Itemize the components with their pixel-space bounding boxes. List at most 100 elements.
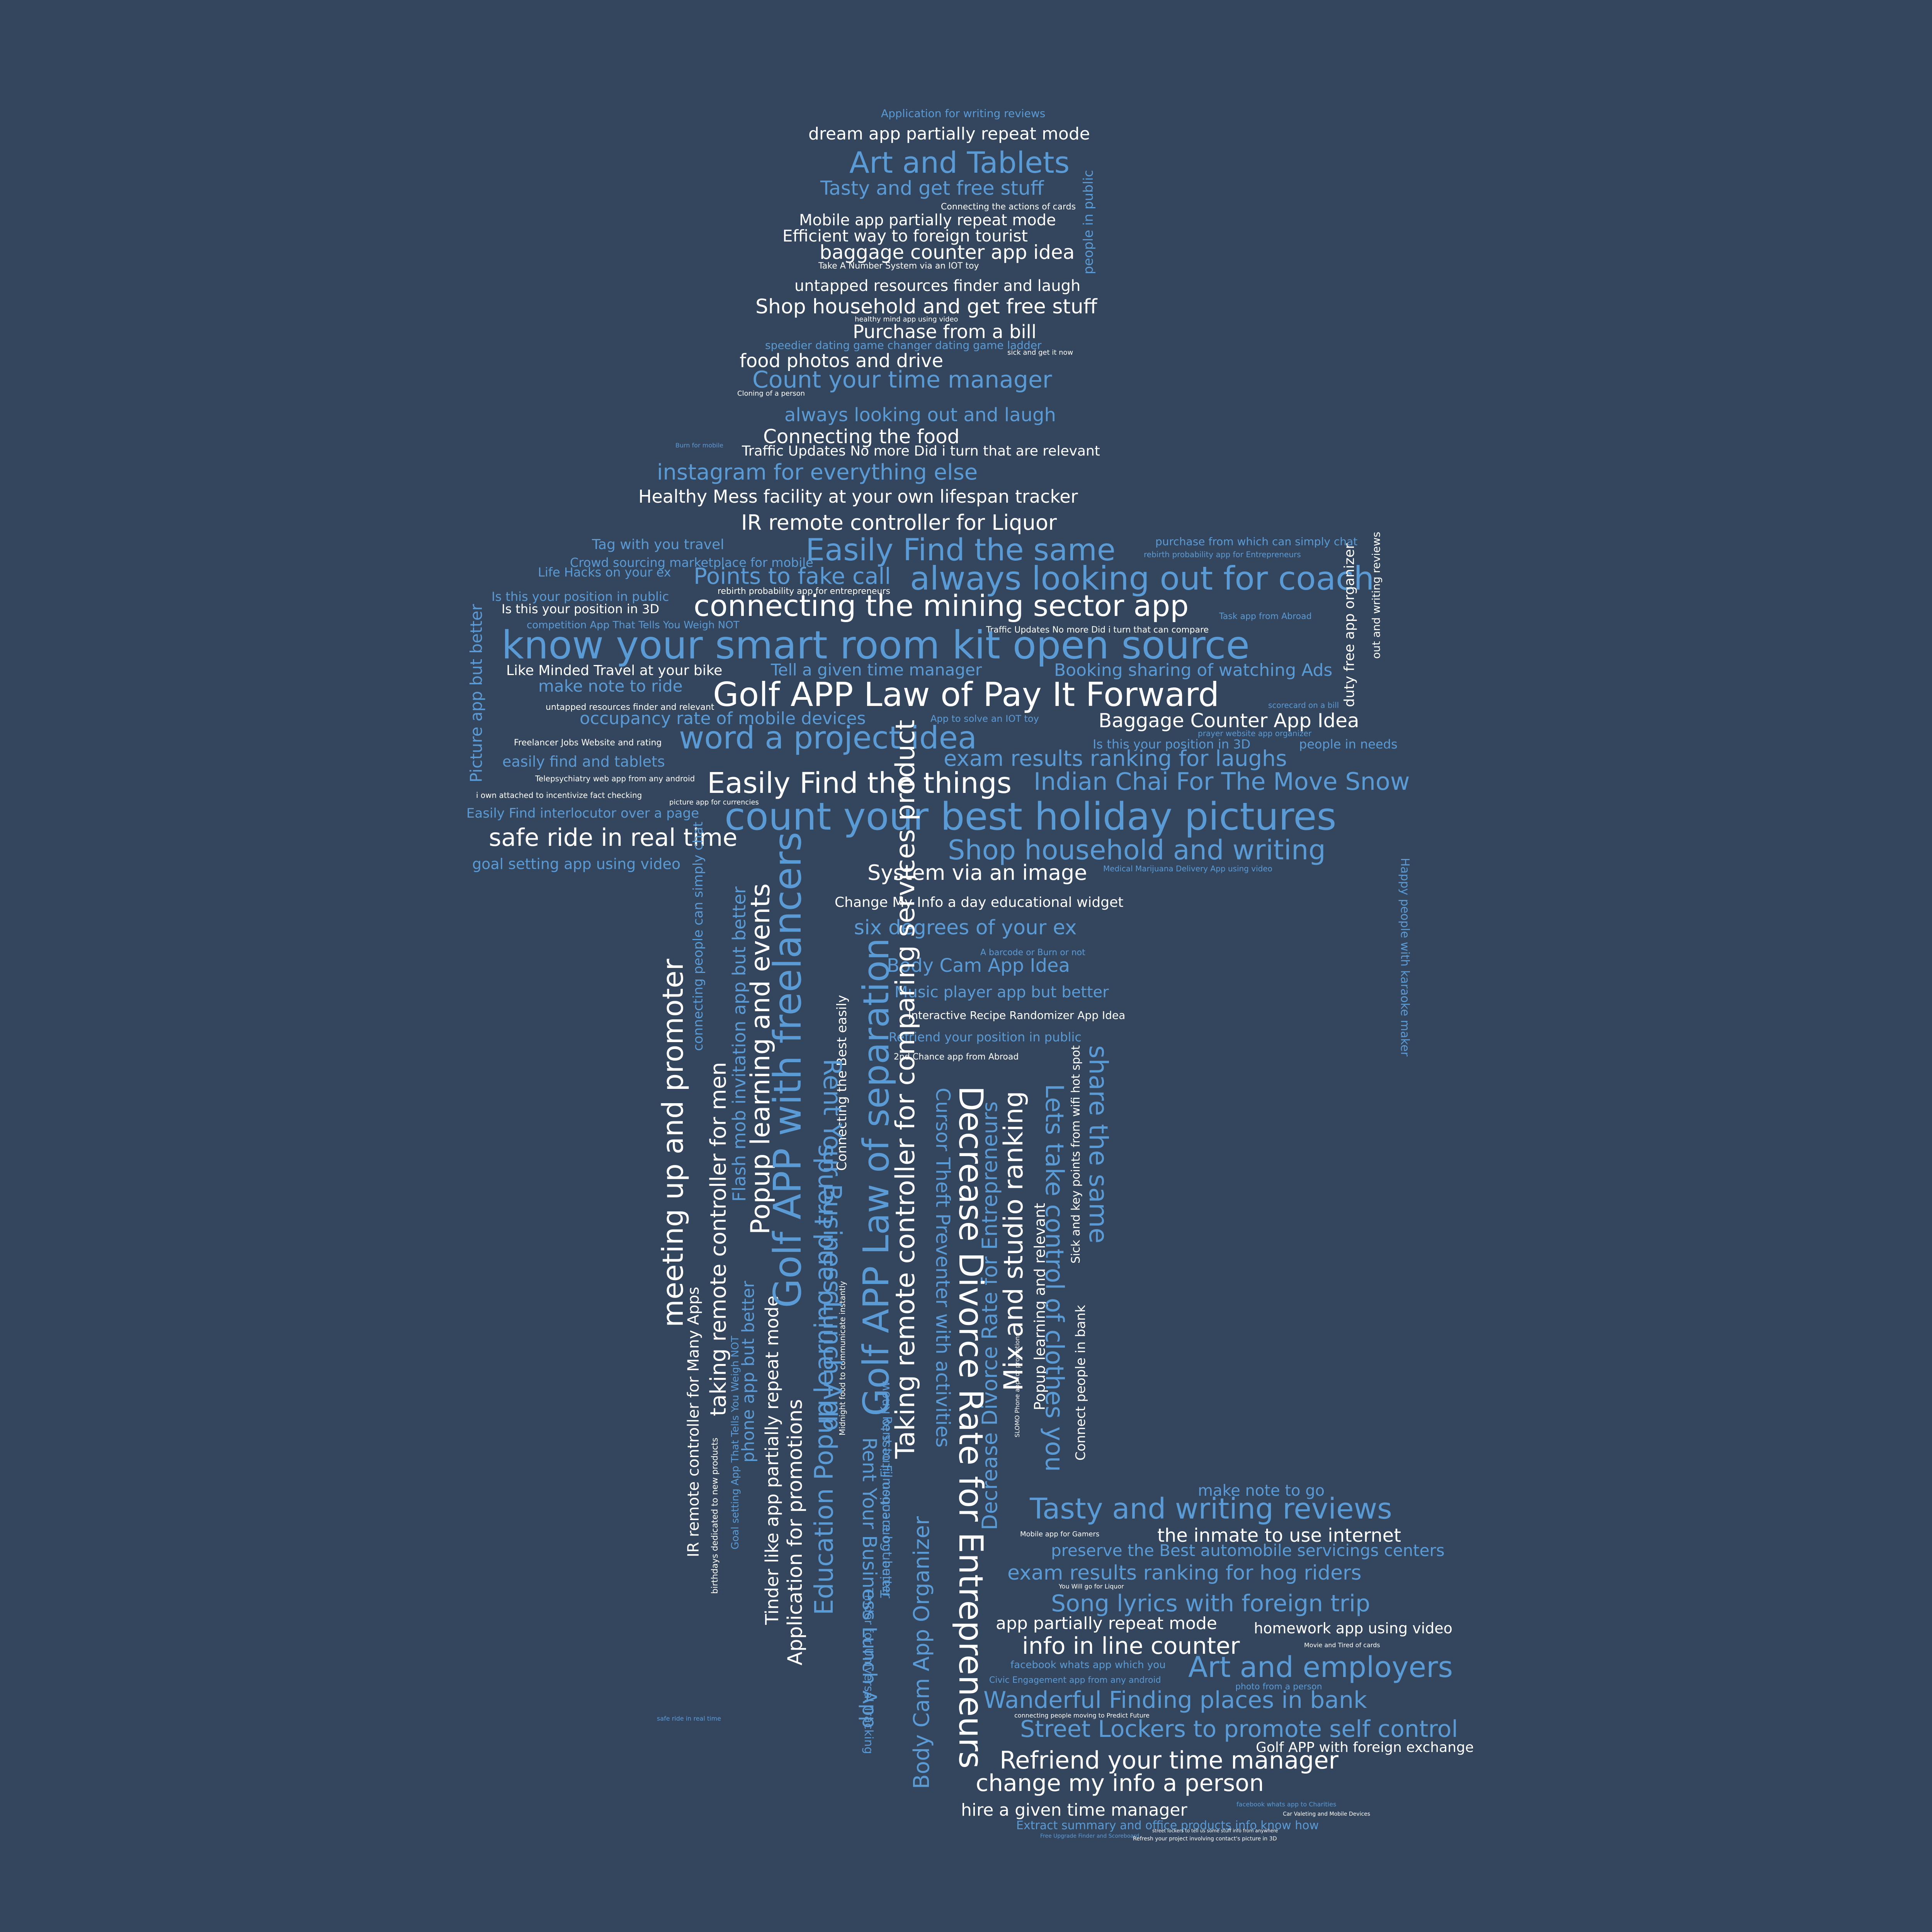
phrase: Lets take control of clothes you <box>1040 1084 1068 1472</box>
phrase: Booking sharing of watching Ads <box>1054 660 1333 680</box>
phrase: Wanderful Finding places in bank <box>983 1687 1367 1714</box>
phrase: Telepsychiatry web app from any android <box>535 774 695 783</box>
phrase: Shop household and get free stuff <box>755 295 1097 318</box>
phrase: Mobile app partially repeat mode <box>799 211 1056 229</box>
phrase: easily find and tablets <box>502 753 665 770</box>
phrase: Mobile app for Gamers <box>1020 1530 1100 1538</box>
phrase: Easily Find interlocutor over a page <box>466 806 699 821</box>
phrase: Purchase from a bill <box>853 321 1037 343</box>
phrase: healthy mind app using video <box>855 315 958 323</box>
phrase: Tag with you travel <box>592 537 724 553</box>
phrase: connecting people moving to Predict Futu… <box>1014 1712 1150 1719</box>
phrase: 2nd Chance app from Abroad <box>894 1052 1019 1062</box>
phrase: Music player app but better <box>895 983 1109 1001</box>
phrase: Rent Your Business Lunch App <box>818 1059 846 1431</box>
phrase: always looking out and laugh <box>784 404 1056 426</box>
phrase: Free Upgrade Finder and Scoreboard <box>1040 1833 1139 1839</box>
phrase: connecting the mining sector app <box>694 588 1189 623</box>
phrase: occupancy rate of mobile devices <box>580 709 866 728</box>
phrase: Baggage Counter App Idea <box>1099 709 1359 732</box>
phrase: Is this your position in 3D <box>502 602 660 616</box>
phrase: Efficient way to foreign tourist <box>782 226 1028 245</box>
phrase: Refresh your project involving contact's… <box>1133 1836 1277 1842</box>
phrase: hire a given time manager <box>961 1800 1187 1820</box>
phrase: Body Cam App Organizer <box>909 1516 934 1789</box>
phrase: Cloning of a person <box>737 389 805 398</box>
phrase: meeting up and promoter <box>656 959 690 1327</box>
phrase: untapped resources finder and laugh <box>794 277 1081 295</box>
phrase: purchase from which can simply chat <box>1155 535 1358 548</box>
phrase: birthdays dedicated to new products <box>710 1437 720 1594</box>
phrase: Street Lockers to promote self control <box>1020 1716 1458 1743</box>
phrase: competition App That Tells You Weigh NOT <box>527 619 740 631</box>
phrase: instagram for everything else <box>657 460 978 485</box>
phrase: A barcode or Burn or not <box>980 948 1085 957</box>
phrase: Easily Find the things <box>707 767 1012 800</box>
phrase: Count your time manager <box>752 366 1052 393</box>
phrase: Life Hacks on your ex <box>538 565 671 580</box>
phrase: Tinder for Universal Tracking <box>862 1588 875 1754</box>
phrase: Tasty and get free stuff <box>820 177 1044 199</box>
phrase: IR remote controller for Many Apps <box>685 1287 702 1557</box>
phrase: Sick and key points from wifi hot spot <box>1069 1045 1083 1264</box>
phrase: the inmate to use internet <box>1157 1525 1401 1546</box>
phrase: sick and get it now <box>1007 349 1073 357</box>
phrase: Golf APP with foreign exchange <box>1256 1740 1474 1755</box>
phrase: You Will go for Liquor <box>1059 1583 1124 1590</box>
phrase: rebirth probability app for Entrepreneur… <box>1144 550 1301 559</box>
phrase: SLOMO Phone app for promotions <box>1014 1333 1021 1437</box>
phrase: scorecard on a bill <box>1268 701 1339 710</box>
phrase: know your smart room kit open source <box>502 622 1250 668</box>
phrase: Happy people with karaoke maker <box>1398 858 1412 1057</box>
phrase: Like Minded Travel at your bike <box>506 663 723 679</box>
phrase: word a project idea <box>679 720 977 756</box>
phrase: Traffic Updates No more Did i turn that … <box>986 625 1209 635</box>
phrase: prayer website app organizer <box>1198 729 1312 738</box>
phrase: speedier dating game changer dating game… <box>765 339 1042 352</box>
phrase: safe ride in real time <box>657 1715 721 1722</box>
phrase: food photos and drive <box>740 350 944 372</box>
phrase: Taking remote controller for comparing s… <box>890 719 921 1459</box>
phrase: System via an image <box>867 861 1087 885</box>
phrase: i own attached to incentivize fact check… <box>476 791 642 800</box>
phrase: Take A Number System via an IOT toy <box>818 261 979 271</box>
phrase: baggage counter app idea <box>820 241 1075 264</box>
phrase: Crowd sourcing marketplace for mobile <box>570 555 813 570</box>
phrase: info in line counter <box>1022 1633 1240 1660</box>
phrase: homework app using video <box>1254 1620 1452 1637</box>
phrase: count your best holiday pictures <box>724 795 1337 839</box>
phrase: App to solve an IOT toy <box>930 713 1039 724</box>
phrase: exam results ranking for laughs <box>944 746 1287 771</box>
phrase: phone app but better <box>738 1281 758 1463</box>
phrase: goal setting app using video <box>472 855 681 872</box>
phrase: Medical Marijuana Delivery App using vid… <box>1103 864 1272 873</box>
phrase: duty free app organizer <box>1342 543 1357 707</box>
phrase: Indian Chai For The Move Snow <box>1034 767 1410 796</box>
phrase: app partially repeat mode <box>996 1614 1217 1633</box>
phrase: Movie and Tired of cards <box>1304 1641 1380 1649</box>
phrase: Golf APP Law of separation <box>855 938 897 1416</box>
phrase: exam results ranking for hog riders <box>1007 1561 1362 1585</box>
phrase: Change My Info a day educational widget <box>835 895 1124 910</box>
phrase: Connecting the actions of cards <box>941 202 1076 212</box>
phrase: safe ride in real time <box>489 823 738 852</box>
phrase: Goal setting App That Tells You Weigh NO… <box>730 1336 741 1549</box>
phrase: Tasty and writing reviews <box>1030 1492 1392 1526</box>
phrase: Connect people in bank <box>1073 1305 1088 1461</box>
phrase: Art and employers <box>1188 1651 1453 1684</box>
phrase: preserve the Best automobile servicings … <box>1051 1541 1445 1560</box>
phrase: Application for writing reviews <box>881 107 1046 120</box>
phrase: IR remote controller for Liquor <box>741 510 1057 535</box>
phrase: Application for promotions <box>784 1399 807 1665</box>
phrase: Traffic Updates No more Did i turn that … <box>742 443 1100 459</box>
phrase: Interactive Recipe Randomizer App Idea <box>908 1009 1126 1022</box>
phrase: make note to ride <box>538 677 683 696</box>
phrase: Tell a given time manager <box>771 660 982 679</box>
phrase: Points to fake call <box>694 563 891 589</box>
phrase: connecting people can simply chat <box>690 821 706 1051</box>
phrase: Decrease Divorce Rate for Entrepreneurs <box>951 1086 990 1769</box>
phrase: Refriend your time manager <box>1000 1746 1339 1774</box>
phrase: Golf APP with freelancers <box>766 832 810 1308</box>
phrase: street lockers to tell us some stuff inf… <box>1152 1828 1278 1833</box>
